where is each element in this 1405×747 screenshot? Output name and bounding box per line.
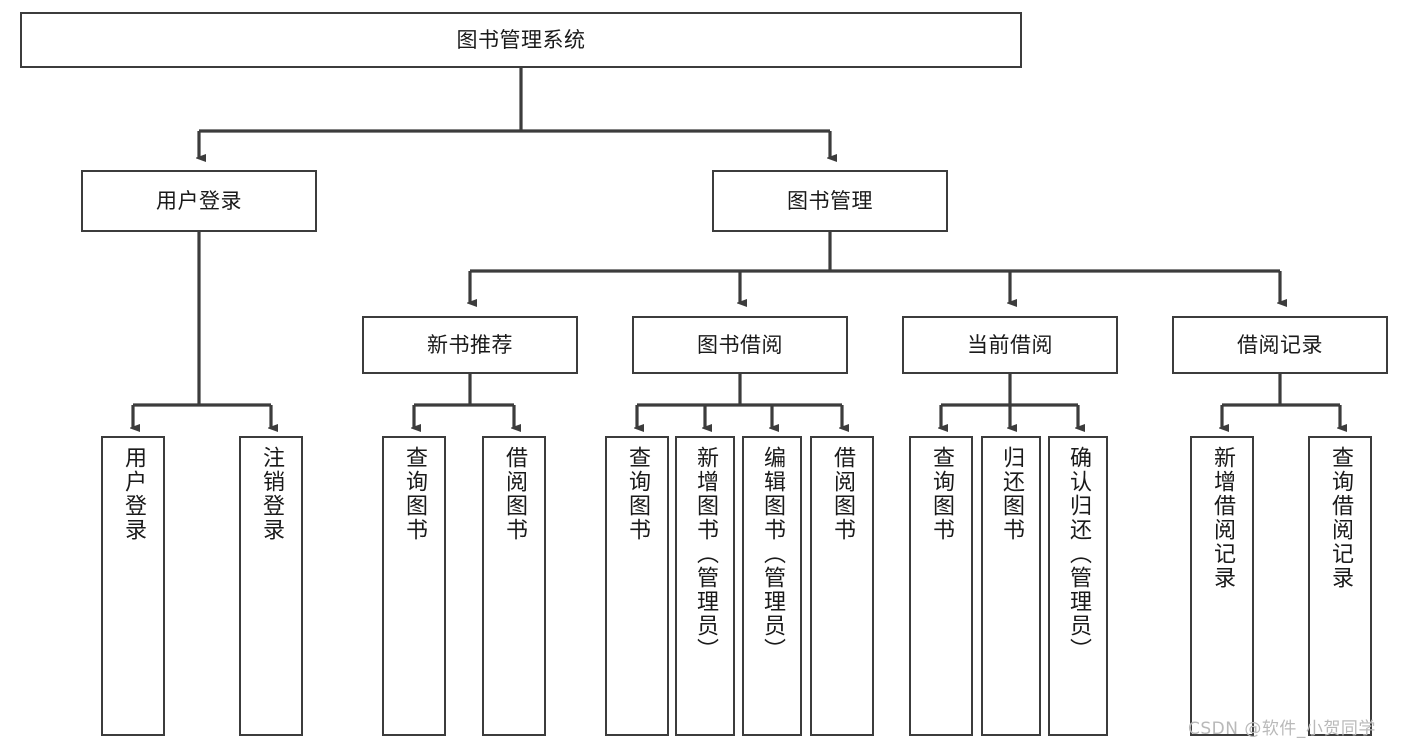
node-root[interactable]: 图书管理系统 — [20, 12, 1022, 68]
node-book-borrow[interactable]: 图书借阅 — [632, 316, 848, 374]
node-current-borrow[interactable]: 当前借阅 — [902, 316, 1118, 374]
leaf-query-book-3-label: 查询图书 — [929, 446, 954, 542]
leaf-query-book-1[interactable]: 查询图书 — [382, 436, 446, 736]
leaf-add-book[interactable]: 新增图书（管理员） — [675, 436, 735, 736]
leaf-query-book-3[interactable]: 查询图书 — [909, 436, 973, 736]
leaf-borrow-book-2-label: 借阅图书 — [830, 446, 855, 542]
node-user-login-label: 用户登录 — [156, 188, 242, 213]
node-new-book-recommend-label: 新书推荐 — [427, 332, 513, 357]
leaf-query-record[interactable]: 查询借阅记录 — [1308, 436, 1372, 736]
leaf-borrow-book-1[interactable]: 借阅图书 — [482, 436, 546, 736]
csdn-watermark: CSDN @软件_小贺同学 — [1188, 719, 1376, 739]
leaf-confirm-return[interactable]: 确认归还（管理员） — [1048, 436, 1108, 736]
leaf-query-book-1-label: 查询图书 — [402, 446, 427, 542]
leaf-confirm-return-label: 确认归还（管理员） — [1066, 446, 1091, 662]
leaf-user-login-label: 用户登录 — [121, 446, 146, 542]
leaf-add-book-label: 新增图书（管理员） — [693, 446, 718, 662]
leaf-borrow-book-2[interactable]: 借阅图书 — [810, 436, 874, 736]
leaf-return-book-label: 归还图书 — [999, 446, 1024, 542]
node-current-borrow-label: 当前借阅 — [967, 332, 1053, 357]
node-root-label: 图书管理系统 — [456, 27, 586, 52]
node-book-borrow-label: 图书借阅 — [697, 332, 783, 357]
node-book-manage-label: 图书管理 — [787, 188, 873, 213]
leaf-edit-book-label: 编辑图书（管理员） — [760, 446, 785, 662]
leaf-add-record[interactable]: 新增借阅记录 — [1190, 436, 1254, 736]
leaf-borrow-book-1-label: 借阅图书 — [502, 446, 527, 542]
leaf-user-login[interactable]: 用户登录 — [101, 436, 165, 736]
leaf-edit-book[interactable]: 编辑图书（管理员） — [742, 436, 802, 736]
node-new-book-recommend[interactable]: 新书推荐 — [362, 316, 578, 374]
leaf-query-book-2[interactable]: 查询图书 — [605, 436, 669, 736]
leaf-logout-label: 注销登录 — [259, 446, 284, 542]
node-user-login[interactable]: 用户登录 — [81, 170, 317, 232]
node-borrow-record[interactable]: 借阅记录 — [1172, 316, 1388, 374]
node-borrow-record-label: 借阅记录 — [1237, 332, 1323, 357]
leaf-query-book-2-label: 查询图书 — [625, 446, 650, 542]
leaf-add-record-label: 新增借阅记录 — [1210, 446, 1235, 590]
node-book-manage[interactable]: 图书管理 — [712, 170, 948, 232]
leaf-query-record-label: 查询借阅记录 — [1328, 446, 1353, 590]
leaf-return-book[interactable]: 归还图书 — [981, 436, 1041, 736]
leaf-logout[interactable]: 注销登录 — [239, 436, 303, 736]
